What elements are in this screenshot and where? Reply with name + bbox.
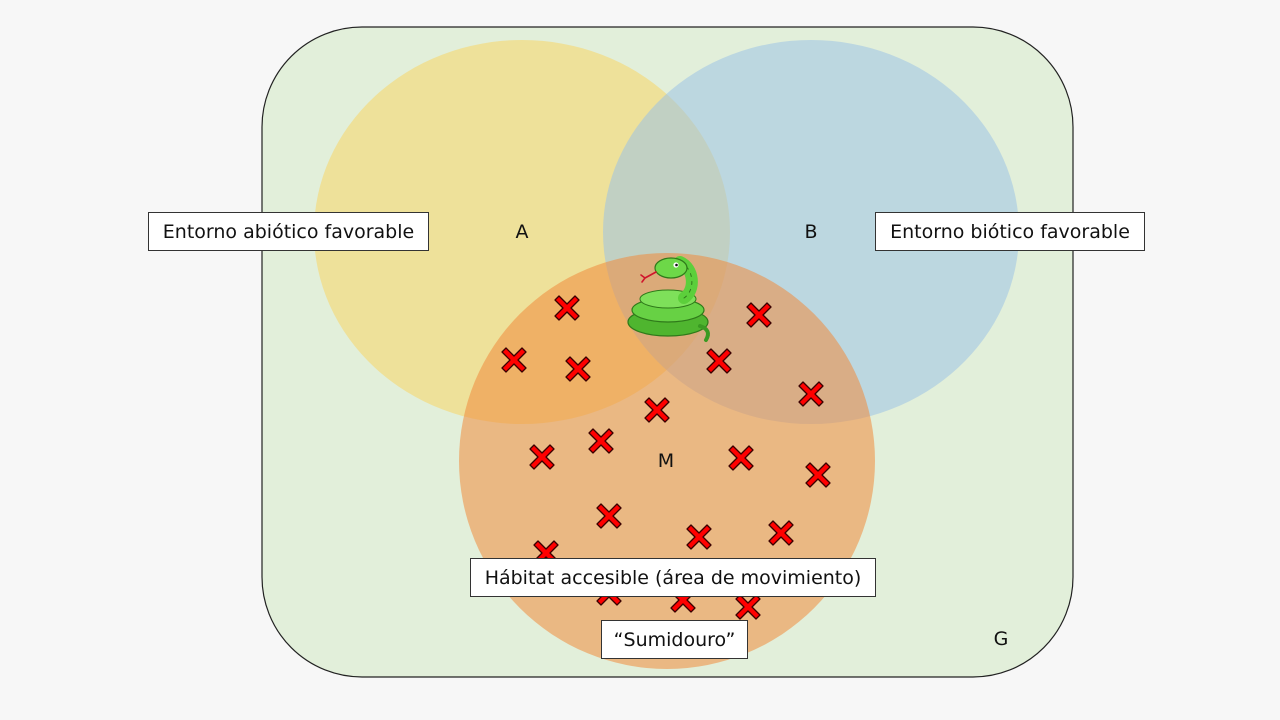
sink-label: “Sumidouro” [601, 620, 748, 659]
accessible-habitat-label: Hábitat accesible (área de movimiento) [470, 558, 876, 597]
region-a-label: A [516, 221, 529, 243]
region-m-label: M [658, 450, 674, 472]
region-g-label: G [994, 628, 1009, 650]
region-b-label: B [804, 221, 817, 243]
snake-icon [627, 256, 710, 342]
abiotic-environment-label: Entorno abiótico favorable [148, 212, 429, 251]
biotic-environment-label: Entorno biótico favorable [875, 212, 1145, 251]
